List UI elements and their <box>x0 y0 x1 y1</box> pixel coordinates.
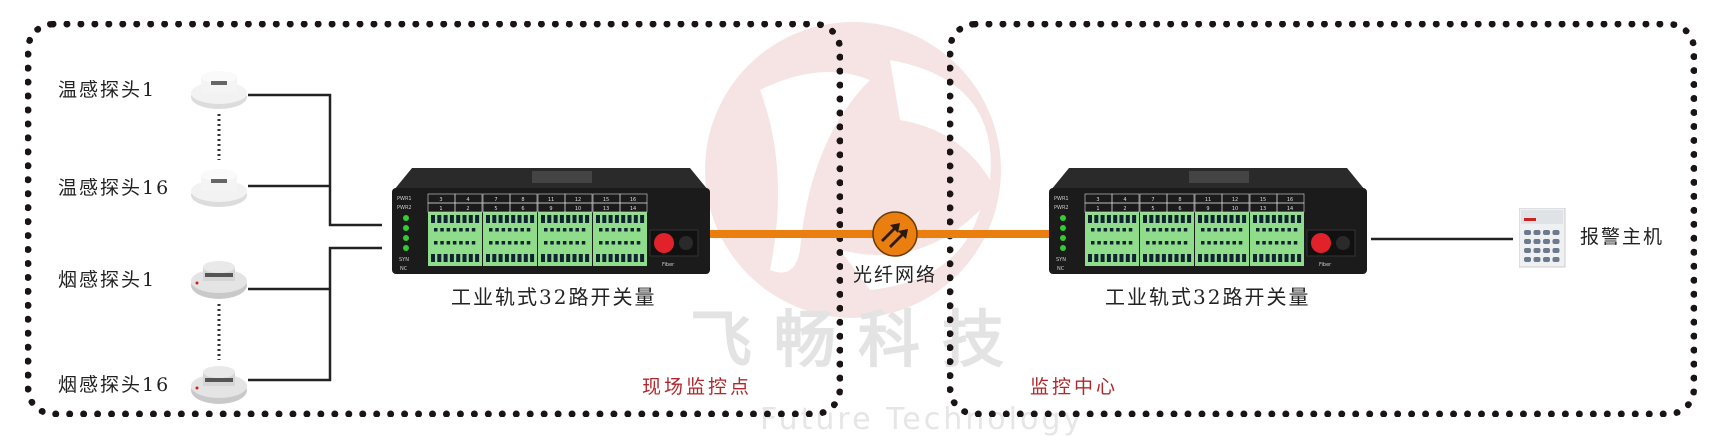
fiber-label: Fiber <box>662 262 675 268</box>
terminal-number: 14 <box>1287 206 1293 212</box>
terminal-number: 16 <box>1287 197 1293 203</box>
keypad-key <box>1524 257 1531 262</box>
keypad-key <box>1533 230 1541 235</box>
alarm-host-label: 报警主机 <box>1580 226 1665 248</box>
keypad-key <box>1552 230 1560 235</box>
status-led <box>1060 245 1066 251</box>
terminal-number: 11 <box>548 197 554 203</box>
terminal-number: 12 <box>575 197 581 203</box>
device-right-label: 工业轨式32路开关量 <box>1105 285 1311 309</box>
terminal-number: 7 <box>494 197 497 203</box>
terminal-number: 5 <box>494 206 497 212</box>
terminal-number: 11 <box>1205 197 1211 203</box>
status-led <box>403 215 409 221</box>
terminal-number: 10 <box>575 206 581 212</box>
pwr2-label: PWR2 <box>1054 205 1069 211</box>
terminal-number: 15 <box>1260 197 1266 203</box>
terminal-number: 2 <box>1123 206 1126 212</box>
pwr1-label: PWR1 <box>397 196 412 202</box>
network-label: 光纤网络 <box>853 264 938 286</box>
keypad-key <box>1524 239 1531 244</box>
smoke-detector-icon <box>191 261 247 299</box>
fiber-network-arrows-icon <box>872 211 918 257</box>
keypad-key <box>1543 257 1550 262</box>
terminal-number: 4 <box>1123 197 1126 203</box>
center-zone-border <box>947 21 1697 417</box>
terminal-number: 2 <box>466 206 469 212</box>
watermark-logo <box>705 22 1001 318</box>
nc-label: NC <box>1057 266 1065 272</box>
terminal-number: 13 <box>603 206 609 212</box>
terminal-number: 15 <box>603 197 609 203</box>
terminal-number: 7 <box>1151 197 1154 203</box>
keypad-key <box>1533 239 1541 244</box>
syn-label: SYN <box>1056 257 1066 263</box>
terminal-number: 12 <box>1232 197 1238 203</box>
terminal-number: 5 <box>1151 206 1154 212</box>
sensor-label: 烟感探头16 <box>58 374 171 396</box>
syn-label: SYN <box>399 257 409 263</box>
status-led <box>1060 215 1066 221</box>
terminal-number: 16 <box>630 197 636 203</box>
keypad-key <box>1524 230 1531 235</box>
sensor-label: 烟感探头1 <box>58 269 157 291</box>
fiber-label: Fiber <box>1319 262 1332 268</box>
center-zone-label: 监控中心 <box>1030 376 1119 398</box>
fiber-port <box>654 233 674 253</box>
pwr2-label: PWR2 <box>397 205 412 211</box>
terminal-number: 4 <box>466 197 469 203</box>
keypad-key <box>1543 230 1550 235</box>
sensor-label: 温感探头1 <box>58 79 157 101</box>
device-left-label: 工业轨式32路开关量 <box>451 285 657 309</box>
keypad-key <box>1543 248 1550 253</box>
terminal-number: 6 <box>1178 206 1181 212</box>
terminal-number: 9 <box>549 206 552 212</box>
nc-label: NC <box>400 266 408 272</box>
switch-device-icon: 31427586119121015131614PWR1PWR2SYNNCFibe… <box>392 168 710 274</box>
terminal-number: 1 <box>439 206 442 212</box>
sensor-label: 温感探头16 <box>58 177 171 199</box>
watermark-en: Future Technology <box>760 402 1085 437</box>
terminal-number: 14 <box>630 206 636 212</box>
temperature-detector-icon <box>191 71 247 109</box>
terminal-number: 1 <box>1096 206 1099 212</box>
keypad-key <box>1552 239 1560 244</box>
fiber-port <box>1311 233 1331 253</box>
status-led <box>1060 225 1066 231</box>
status-led <box>1060 235 1066 241</box>
smoke-detector-icon <box>191 366 247 404</box>
status-led <box>403 245 409 251</box>
status-led <box>403 235 409 241</box>
keypad-key <box>1543 239 1550 244</box>
terminal-number: 9 <box>1206 206 1209 212</box>
pwr1-label: PWR1 <box>1054 196 1069 202</box>
terminal-number: 3 <box>1096 197 1099 203</box>
keypad-key <box>1524 248 1531 253</box>
temperature-detector-icon <box>191 169 247 207</box>
terminal-number: 10 <box>1232 206 1238 212</box>
site-zone-label: 现场监控点 <box>642 376 753 398</box>
status-led <box>403 225 409 231</box>
terminal-number: 3 <box>439 197 442 203</box>
terminal-number: 8 <box>1178 197 1181 203</box>
switch-device-icon: 31427586119121015131614PWR1PWR2SYNNCFibe… <box>1049 168 1367 274</box>
terminal-number: 13 <box>1260 206 1266 212</box>
keypad-key <box>1533 248 1541 253</box>
keypad-key <box>1533 257 1541 262</box>
site-zone-border <box>25 21 843 417</box>
keypad-key <box>1552 257 1560 262</box>
terminal-number: 8 <box>521 197 524 203</box>
terminal-number: 6 <box>521 206 524 212</box>
alarm-keypad-icon <box>1519 208 1566 268</box>
keypad-key <box>1552 248 1560 253</box>
